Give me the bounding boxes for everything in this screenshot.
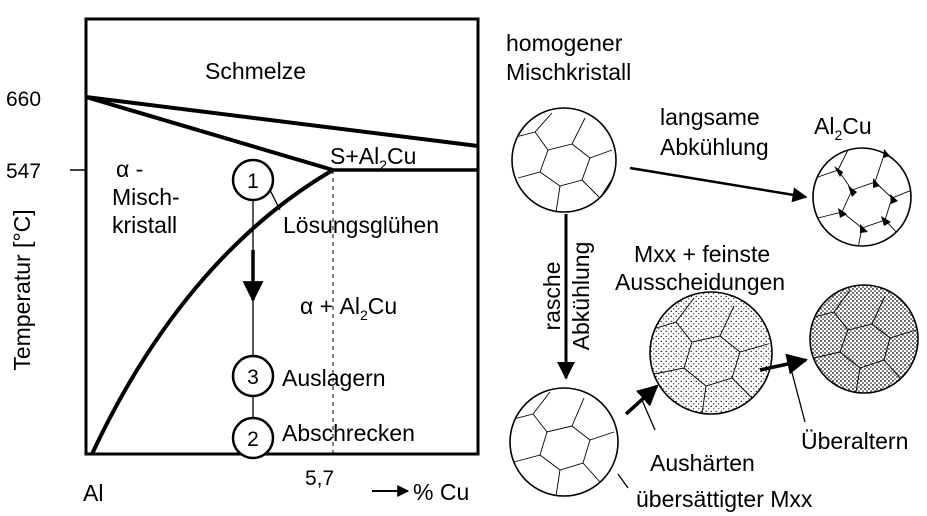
region-melt: Schmelze <box>205 58 306 84</box>
step-3-number: 3 <box>247 366 259 389</box>
phase-diagram: Temperatur [°C] 660 547 Al 5,7 % Cu Schm… <box>6 17 480 506</box>
diagram-frame <box>84 17 480 456</box>
region-alpha-line1: α - <box>116 156 143 182</box>
x-tick-5-7: 5,7 <box>305 467 334 490</box>
hardening-arrow <box>624 384 659 416</box>
grain-overaged <box>809 284 919 394</box>
solution-leader-line <box>269 189 281 211</box>
overaging-arrow <box>759 353 809 375</box>
step-2: 2 <box>231 416 275 460</box>
step-2-label: Abschrecken <box>282 420 415 446</box>
grain-homogeneous <box>511 107 617 213</box>
step-3-label: Auslagern <box>282 365 386 391</box>
x-tick-al: Al <box>83 480 103 506</box>
grain-fine-precipitates <box>649 291 773 415</box>
homogeneous-label-line1: homogener <box>506 30 623 56</box>
tick-label-547: 547 <box>6 160 41 183</box>
supersaturated-label: übersättigter Mxx <box>636 486 813 512</box>
region-eutectic: S+Al2Cu <box>330 143 416 173</box>
hardening-label: Aushärten <box>650 450 755 476</box>
step-2-number: 2 <box>247 428 259 451</box>
overaging-leader-line <box>789 364 806 423</box>
step-1-number: 1 <box>247 170 259 193</box>
step-1: 1 <box>231 158 275 202</box>
step-3: 3 <box>231 354 275 398</box>
hardening-leader-line <box>641 399 656 431</box>
region-two-phase: α + Al2Cu <box>300 293 397 323</box>
tick-label-660: 660 <box>6 88 41 111</box>
region-alpha-line2: Misch- <box>112 184 180 210</box>
liquidus-line <box>85 95 479 148</box>
supersaturated-leader-line <box>617 473 629 489</box>
region-alpha-line3: kristall <box>112 212 177 238</box>
overaging-label: Überaltern <box>801 428 908 454</box>
grain-supersaturated <box>509 387 619 497</box>
solidus-line <box>85 95 334 172</box>
microstructures: homogener Mischkristall langsame Abkühlu… <box>506 30 919 512</box>
slow-cooling-label-line2: Abkühlung <box>660 134 769 160</box>
homogeneous-label-line2: Mischkristall <box>506 59 631 85</box>
y-axis-label: Temperatur [°C] <box>9 209 35 370</box>
fine-precipitates-label-line2: Ausscheidungen <box>615 269 785 295</box>
rapid-cooling-label-line1: rasche <box>539 261 565 330</box>
al2cu-label: Al2Cu <box>814 113 872 143</box>
step-1-label: Lösungsglühen <box>283 212 439 238</box>
solvus-line <box>90 168 335 455</box>
grain-coarse-precipitates <box>812 147 912 247</box>
fine-precipitates-label-line1: Mxx + feinste <box>634 241 770 267</box>
slow-cooling-label-line1: langsame <box>660 104 760 130</box>
slow-cooling-arrow <box>629 166 808 203</box>
x-axis-label: % Cu <box>413 479 469 505</box>
rapid-cooling-label-line2: Abkühlung <box>568 242 594 351</box>
